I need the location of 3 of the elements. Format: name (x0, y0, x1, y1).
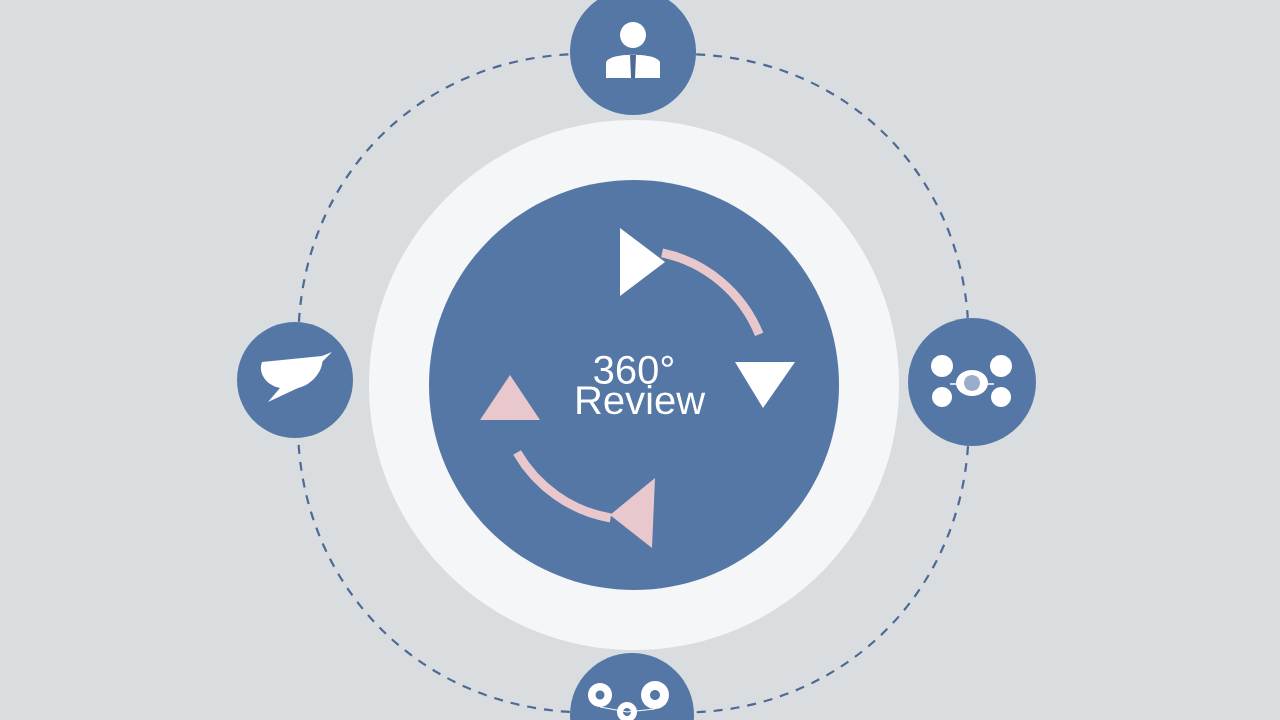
dashed-connector (297, 53, 570, 323)
dashed-connector (696, 53, 969, 319)
dashed-connector (694, 445, 970, 714)
